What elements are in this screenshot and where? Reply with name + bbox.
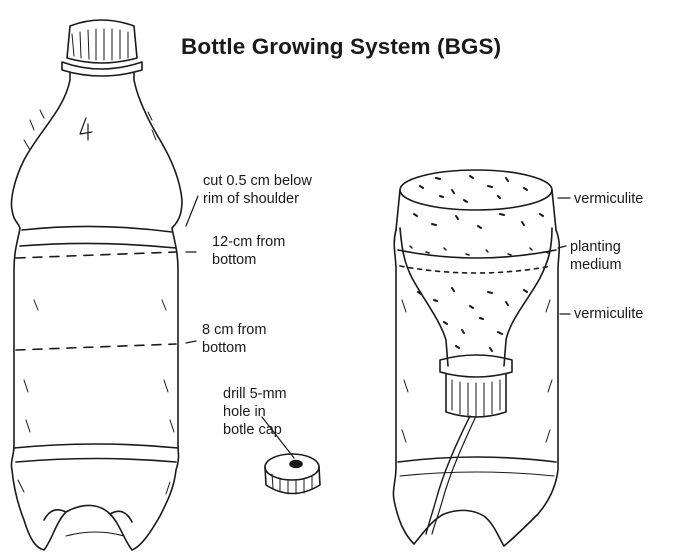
label-8cm: 8 cm from bottom	[202, 321, 266, 357]
label-cut-line-2: rim of shoulder	[203, 190, 312, 208]
label-drill-cap-2: hole in	[223, 403, 287, 421]
label-8cm-1: 8 cm from	[202, 321, 266, 339]
label-cut-line-1: cut 0.5 cm below	[203, 172, 312, 190]
label-bottom-vermiculite: vermiculite	[574, 305, 643, 323]
label-bottom-vermiculite-text: vermiculite	[574, 305, 643, 323]
label-12cm-1: 12-cm from	[212, 233, 285, 251]
label-cut-line: cut 0.5 cm below rim of shoulder	[203, 172, 312, 208]
label-8cm-2: bottom	[202, 339, 266, 357]
cut-line-12cm	[16, 252, 176, 258]
assembled-system-drawing	[393, 170, 559, 546]
drilled-cap-drawing	[265, 454, 320, 494]
label-top-vermiculite: vermiculite	[574, 190, 643, 208]
label-top-vermiculite-text: vermiculite	[574, 190, 643, 208]
bottle-outline	[11, 72, 182, 550]
label-planting-medium-2: medium	[570, 256, 622, 274]
whole-bottle-drawing	[11, 20, 182, 550]
label-drill-cap-1: drill 5-mm	[223, 385, 287, 403]
label-planting-medium: planting medium	[570, 238, 622, 274]
label-drill-cap-3: botle cap	[223, 421, 287, 439]
label-drill-cap: drill 5-mm hole in botle cap	[223, 385, 287, 439]
cut-line-8cm	[16, 344, 176, 350]
label-12cm: 12-cm from bottom	[212, 233, 285, 269]
neck-ring	[62, 62, 142, 76]
bottle-cap-top	[67, 20, 137, 63]
leader-cut-line	[186, 196, 198, 226]
wick	[426, 416, 470, 534]
label-12cm-2: bottom	[212, 251, 285, 269]
drilled-hole	[290, 461, 302, 468]
label-planting-medium-1: planting	[570, 238, 622, 256]
diagram-title: Bottle Growing System (BGS)	[181, 34, 501, 60]
leader-8cm	[186, 341, 196, 343]
inverted-funnel	[400, 228, 552, 366]
